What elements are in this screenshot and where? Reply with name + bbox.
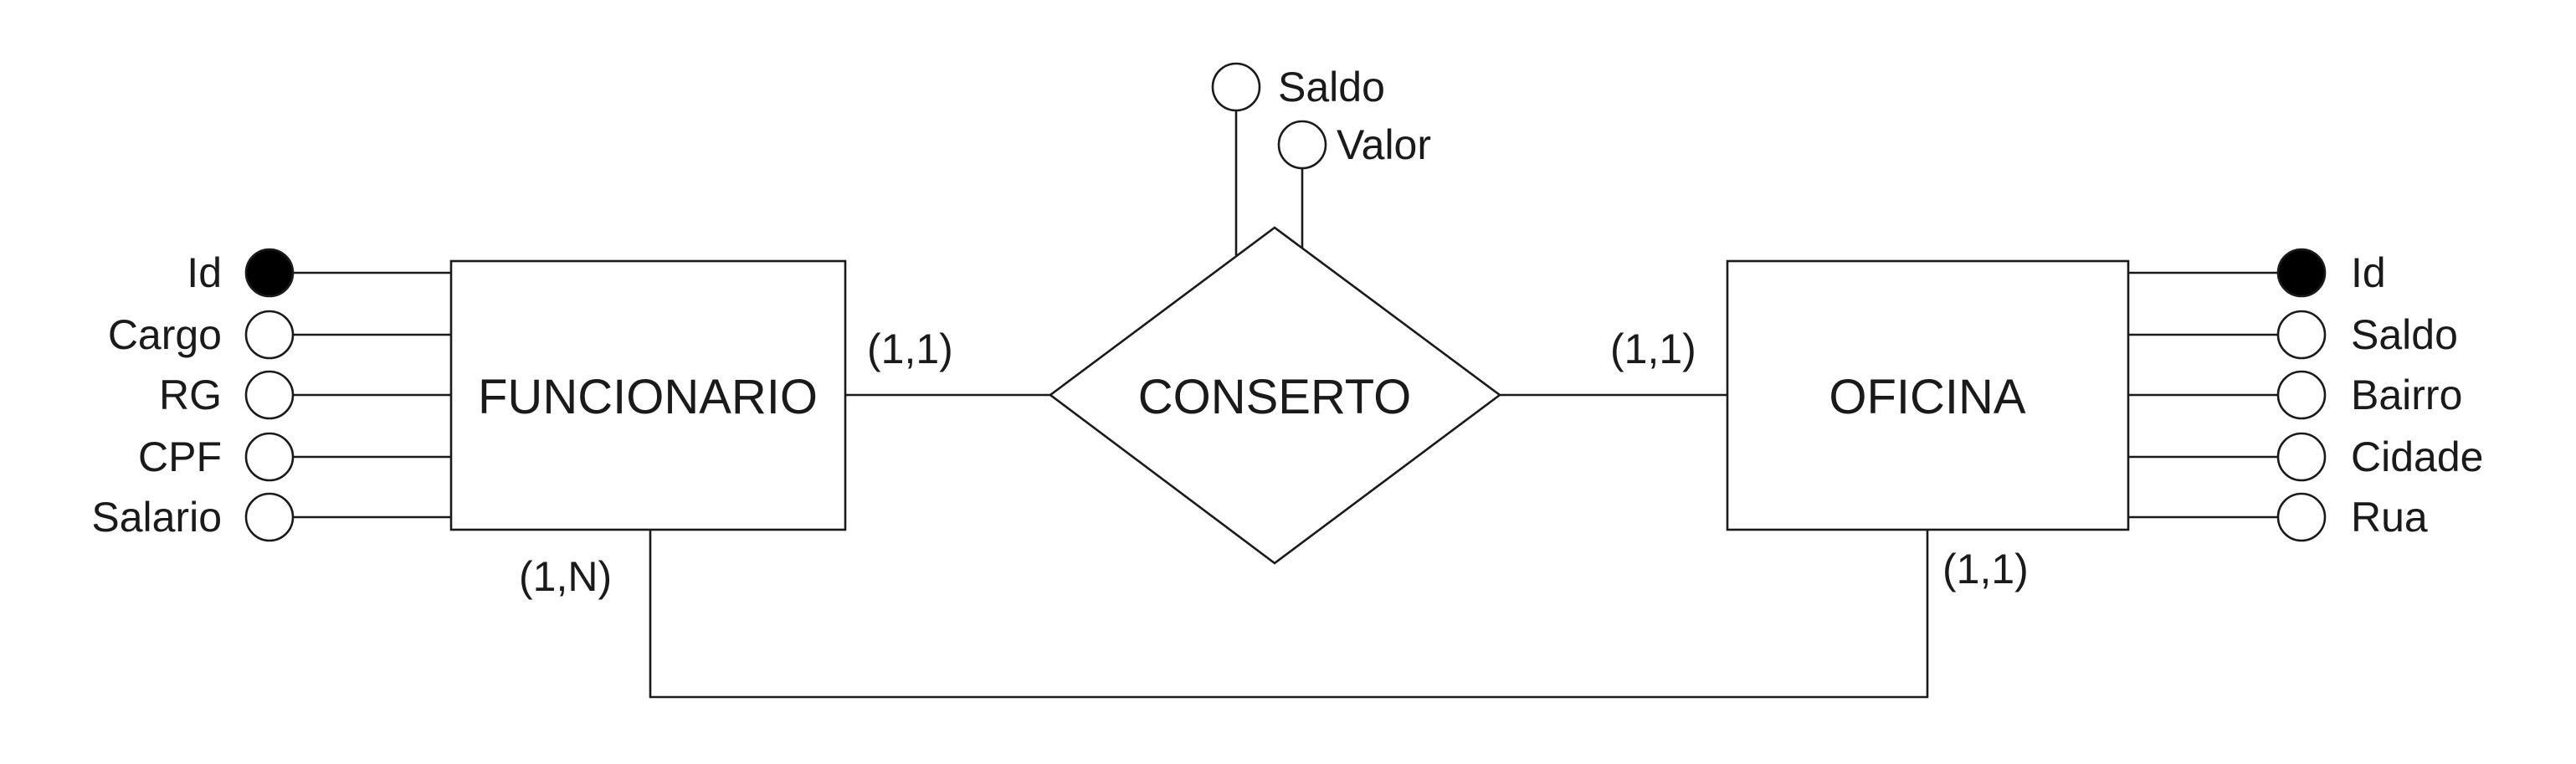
attr-ofi-saldo-circle [2276,310,2327,360]
attr-ofi-rua-circle [2276,492,2327,542]
attr-func-rg-circle [244,370,295,420]
attr-func-salario-label: Salario [91,494,222,541]
attr-conserto-valor-circle [1277,120,1327,170]
relationship-attributes: Saldo Valor [1211,62,1431,170]
attr-func-cargo-label: Cargo [108,311,222,358]
entity-funcionario-label: FUNCIONARIO [478,370,818,424]
entity-oficina: OFICINA [1726,259,2130,531]
connector-lines [275,110,2301,699]
attr-ofi-id-label: Id [2351,249,2386,296]
relationship-conserto-diamond [1048,226,1502,565]
oficina-attributes: Id Saldo Bairro Cidade Rua [2276,248,2483,542]
attr-func-cpf-circle [244,432,295,482]
entity-funcionario-box [449,259,847,531]
relationship-conserto: CONSERTO [1048,226,1502,565]
attr-func-cargo-circle [244,310,295,360]
cardinality-funcionario-conserto: (1,1) [867,326,953,372]
attr-ofi-id-circle [2276,248,2327,298]
attr-ofi-saldo-label: Saldo [2351,311,2458,358]
entity-oficina-box [1726,259,2130,531]
cardinality-oficina-conserto: (1,1) [1610,326,1696,372]
entity-funcionario: FUNCIONARIO [449,259,847,531]
attr-ofi-rua-label: Rua [2351,494,2428,541]
cardinalities: (1,1) (1,1) (1,N) (1,1) [519,326,2029,600]
funcionario-attributes: Id Cargo RG CPF Salario [91,248,295,542]
entity-oficina-label: OFICINA [1829,370,2026,424]
line-func-ofi-link [649,530,1929,699]
cardinality-oficina-link: (1,1) [1942,546,2029,592]
attr-func-rg-label: RG [159,372,222,418]
relationship-conserto-label: CONSERTO [1138,370,1412,424]
attr-conserto-saldo-circle [1211,62,1261,112]
attr-conserto-saldo-label: Saldo [1278,64,1385,110]
attr-func-id-circle [244,248,295,298]
cardinality-funcionario-link: (1,N) [519,553,612,600]
attr-ofi-cidade-circle [2276,432,2327,482]
attr-ofi-bairro-label: Bairro [2351,372,2462,418]
attr-ofi-bairro-circle [2276,370,2327,420]
attr-func-cpf-label: CPF [138,433,222,480]
attr-conserto-valor-label: Valor [1337,121,1431,168]
attr-func-salario-circle [244,492,295,542]
attr-ofi-cidade-label: Cidade [2351,433,2483,480]
attr-func-id-label: Id [187,249,222,296]
